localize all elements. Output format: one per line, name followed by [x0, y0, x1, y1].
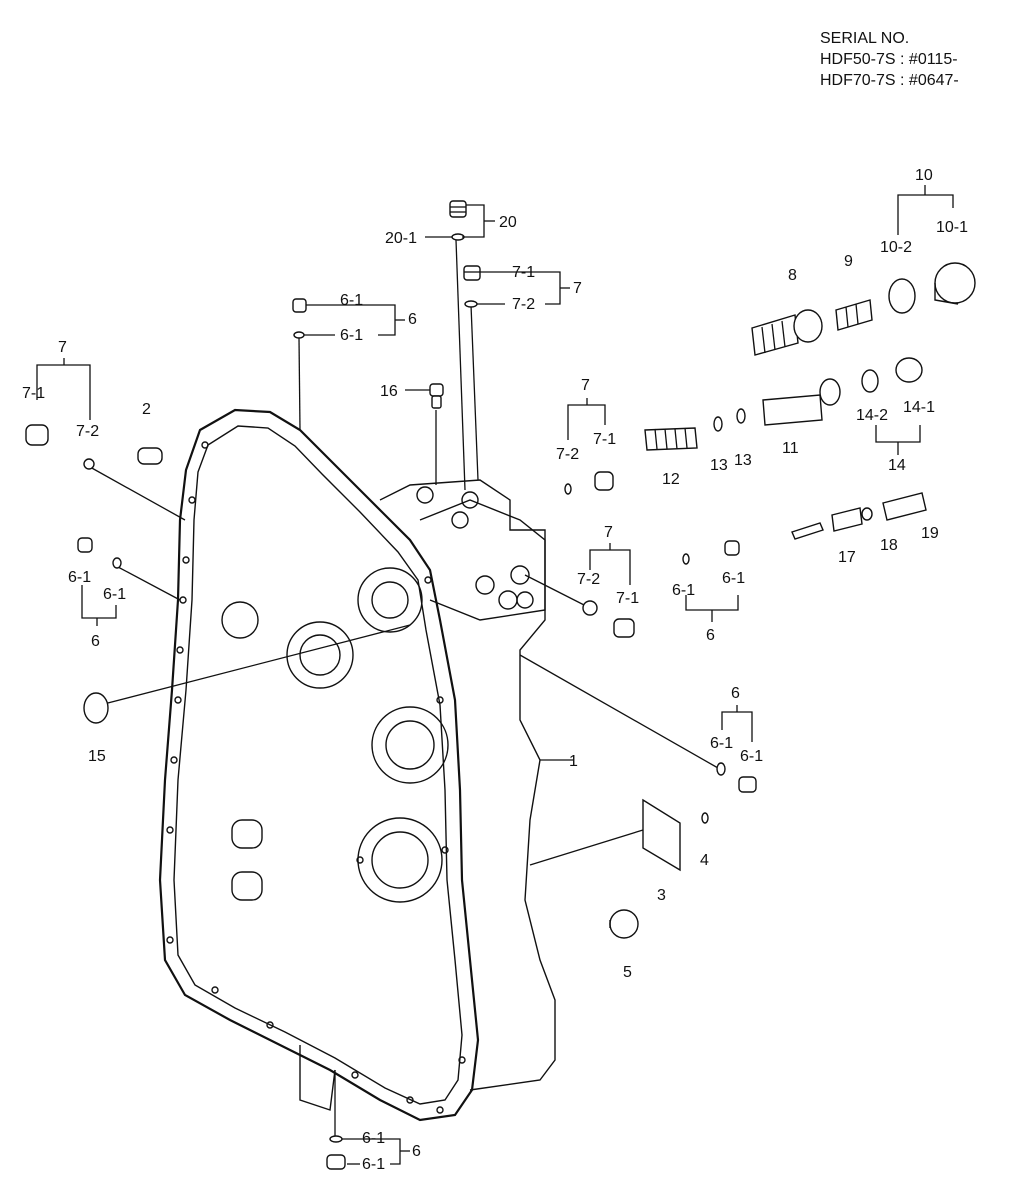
callout-6-top: 6: [408, 311, 417, 328]
callout-labels: 1 2 3 4 5 8 9 10 10-1 10-2 11 12 13 13 1…: [22, 167, 968, 1173]
callout-14: 14: [888, 457, 906, 474]
callout-6-1-left-a: 6-1: [68, 569, 91, 586]
callout-9: 9: [844, 253, 853, 270]
callout-6-1-bottom-b: 6-1: [362, 1156, 385, 1173]
callout-6-bottom: 6: [412, 1143, 421, 1160]
callout-20-1: 20-1: [385, 230, 417, 247]
callout-7-1-left: 7-1: [22, 385, 45, 402]
callout-2: 2: [142, 401, 151, 418]
callout-7-top: 7: [573, 280, 582, 297]
callout-14-2: 14-2: [856, 407, 888, 424]
callout-8: 8: [788, 267, 797, 284]
callout-7-1-top: 7-1: [512, 264, 535, 281]
callout-6-mid: 6: [706, 627, 715, 644]
callout-3: 3: [657, 887, 666, 904]
callout-13a: 13: [710, 457, 728, 474]
callout-11: 11: [782, 440, 799, 457]
callout-6-1-mid-b: 6-1: [672, 582, 695, 599]
callout-7-left: 7: [58, 339, 67, 356]
callout-7-2-top: 7-2: [512, 296, 535, 313]
callout-13b: 13: [734, 452, 752, 469]
transmission-housing: [158, 408, 556, 1122]
callout-6-1-mid-a: 6-1: [722, 570, 745, 587]
callout-4: 4: [700, 852, 709, 869]
serial-number-block: SERIAL NO. HDF50-7S : #0115- HDF70-7S : …: [820, 28, 959, 91]
callout-7-1-lower: 7-1: [616, 590, 639, 607]
callout-1: 1: [569, 753, 578, 770]
callout-6-1-bottom-a: 6-1: [362, 1130, 385, 1147]
callout-16: 16: [380, 383, 398, 400]
serial-line-hdf70: HDF70-7S : #0647-: [820, 72, 959, 89]
callout-6-1-right-b: 6-1: [740, 748, 763, 765]
callout-7-1-mid: 7-1: [593, 431, 616, 448]
callout-10-2: 10-2: [880, 239, 912, 256]
callout-10-1: 10-1: [936, 219, 968, 236]
callout-6-1-right-a: 6-1: [710, 735, 733, 752]
callout-12: 12: [662, 471, 680, 488]
callout-10: 10: [915, 167, 933, 184]
serial-line-hdf50: HDF50-7S : #0115-: [820, 51, 958, 68]
small-parts: [25, 200, 976, 1170]
callout-18: 18: [880, 537, 898, 554]
callout-6-1-left-b: 6-1: [103, 586, 126, 603]
callout-6-1-top-a: 6-1: [340, 292, 363, 309]
callout-7-2-mid: 7-2: [556, 446, 579, 463]
callout-6-right: 6: [731, 685, 740, 702]
callout-7-2-lower: 7-2: [577, 571, 600, 588]
callout-17: 17: [838, 549, 856, 566]
callout-14-1: 14-1: [903, 399, 935, 416]
callout-brackets: [36, 185, 954, 1165]
callout-20: 20: [499, 214, 517, 231]
callout-5: 5: [623, 964, 632, 981]
callout-6-1-top-b: 6-1: [340, 327, 363, 344]
callout-7-2-left: 7-2: [76, 423, 99, 440]
callout-6-left: 6: [91, 633, 100, 650]
leader-lines: [89, 239, 719, 1136]
serial-title: SERIAL NO.: [820, 30, 910, 47]
callout-19: 19: [921, 525, 939, 542]
callout-7-lower: 7: [604, 524, 613, 541]
callout-7-mid: 7: [581, 377, 590, 394]
callout-15: 15: [88, 748, 106, 765]
